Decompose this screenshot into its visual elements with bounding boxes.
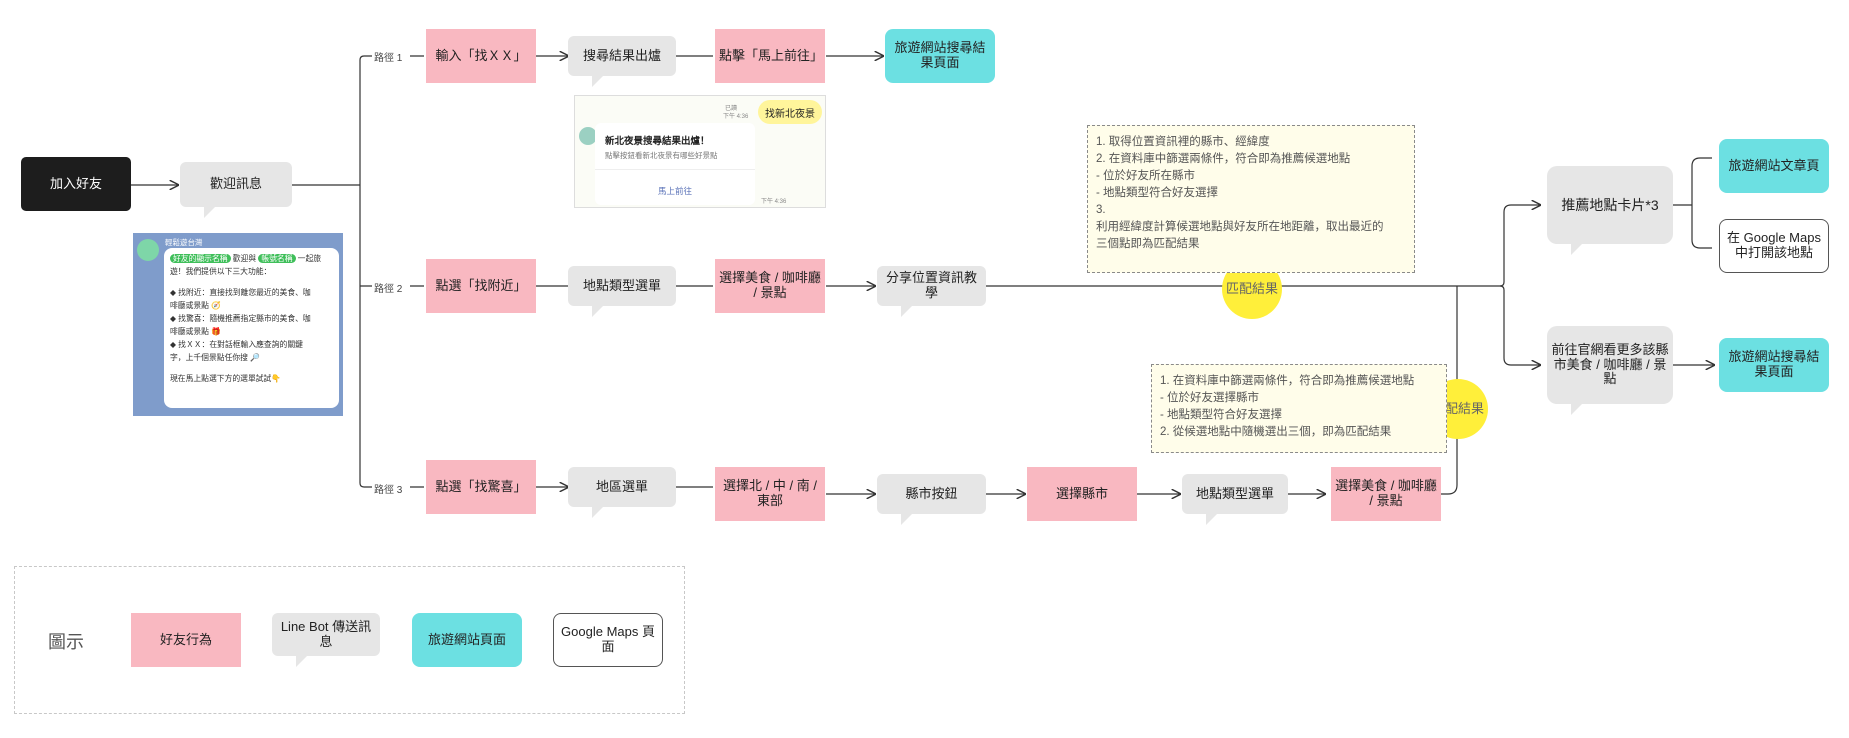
welcome-text-tail: 一起旅: [297, 254, 322, 263]
note1-line: - 位於好友所在縣市: [1096, 170, 1196, 182]
note1-line: 利用經緯度計算候選地點與好友所在地距離，取出最近的: [1096, 221, 1384, 233]
welcome-cta: 現在馬上點選下方的選單試試👇: [170, 374, 282, 383]
card-title: 新北夜景搜尋結果出爐！: [605, 136, 710, 147]
path3-select-city-node: 選擇縣市: [1027, 467, 1137, 521]
feature-1a: ◆ 找附近：直接找到離您最近的美食、咖: [170, 288, 311, 297]
sender-name: 輕鬆遊台灣: [165, 238, 203, 247]
feature-3a: ◆ 找ＸＸ：在對話框輸入應查詢的關鍵: [170, 340, 303, 349]
go-now-button[interactable]: 馬上前往: [657, 186, 692, 196]
path2-share-location-tutorial-node: 分享位置資訊教學: [877, 266, 986, 317]
start-node: 加入好友: [21, 157, 131, 211]
path3-city-buttons-node: 縣市按鈕: [877, 474, 986, 525]
note2-line: 2. 從候選地點中隨機選出三個，即為匹配結果: [1160, 426, 1392, 438]
path3-matching-note: 1. 在資料庫中篩選兩條件，符合即為推薦候選地點 - 位於好友選擇縣市 - 地點類型…: [1151, 364, 1447, 453]
path3-select-type-node: 選擇美食 / 咖啡廳 / 景點: [1331, 467, 1441, 521]
note1-line: 1. 取得位置資訊裡的縣市、經緯度: [1096, 136, 1270, 148]
welcome-message-node: 歡迎訊息: [180, 162, 292, 218]
feature-2b: 啡廳或景點 🎁: [170, 327, 221, 336]
bot-avatar: [137, 239, 159, 261]
path2-matching-note: 1. 取得位置資訊裡的縣市、經緯度 2. 在資料庫中篩選兩條件，符合即為推薦候選地…: [1087, 125, 1415, 273]
legend-bot-message: Line Bot 傳送訊息: [272, 613, 380, 667]
feature-2a: ◆ 找驚喜：隨機推薦指定縣市的美食、咖: [170, 314, 311, 323]
path3-find-surprise-node: 點選「找驚喜」: [426, 460, 536, 514]
legend-box: [14, 566, 685, 714]
time-label-1: 下午 4:36: [723, 114, 749, 120]
path1-click-go-node: 點擊「馬上前往」: [715, 29, 825, 83]
legend-friend-action: 好友行為: [131, 613, 241, 667]
note2-line: - 位於好友選擇縣市: [1160, 392, 1260, 404]
legend-google-maps-page: Google Maps 頁面: [553, 613, 663, 667]
path3-place-type-menu-node: 地點類型選單: [1182, 474, 1288, 525]
path3-region-menu-node: 地區選單: [568, 467, 676, 518]
recommend-card-node: 推薦地點卡片*3: [1547, 166, 1673, 255]
note1-line: 3.: [1096, 204, 1106, 216]
path1-input-search-node: 輸入「找ＸＸ」: [426, 29, 536, 83]
friend-name-tag: 好友的顯示名稱: [170, 254, 231, 263]
welcome-bubble: 好友的顯示名稱 歡迎與 帳號名稱 一起旅 遊！我們提供以下三大功能： ◆ 找附近…: [164, 248, 339, 408]
path2-select-type-node: 選擇美食 / 咖啡廳 / 景點: [715, 259, 825, 313]
note1-line: - 地點類型符合好友選擇: [1096, 187, 1219, 199]
path-label-1: 路徑 1: [374, 53, 403, 64]
bot-avatar: [579, 127, 597, 145]
account-name-tag: 帳號名稱: [258, 254, 296, 263]
user-chip: 找新北夜景: [758, 100, 822, 124]
note1-line: 2. 在資料庫中篩選兩條件，符合即為推薦候選地點: [1096, 153, 1351, 165]
path3-select-region-node: 選擇北 / 中 / 南 / 東部: [715, 467, 825, 521]
read-label: 已讀: [725, 106, 738, 112]
site-search-result-page-node: 旅遊網站搜尋結果頁面: [1719, 338, 1829, 392]
legend-site-page: 旅遊網站頁面: [412, 613, 522, 667]
path2-find-nearby-node: 點選「找附近」: [426, 259, 536, 313]
path1-search-result-node: 搜尋結果出爐: [568, 36, 676, 87]
path1-site-search-page-node: 旅遊網站搜尋結果頁面: [885, 29, 995, 83]
legend-title: 圖示: [48, 632, 84, 652]
open-in-google-maps-node: 在 Google Maps 中打開該地點: [1719, 219, 1829, 273]
card-desc: 點擊按鈕看新北夜景有哪些好景點: [605, 151, 718, 160]
time-label-2: 下午 4:36: [761, 199, 787, 205]
path-label-2: 路徑 2: [374, 284, 403, 295]
welcome-line1: 遊！我們提供以下三大功能：: [170, 267, 272, 276]
path2-place-type-menu-node: 地點類型選單: [568, 266, 676, 317]
welcome-card: 輕鬆遊台灣 好友的顯示名稱 歡迎與 帳號名稱 一起旅 遊！我們提供以下三大功能：…: [133, 233, 343, 416]
visit-official-site-node: 前往官網看更多該縣市美食 / 咖啡廳 / 景點: [1547, 326, 1673, 415]
note2-line: 1. 在資料庫中篩選兩條件，符合即為推薦候選地點: [1160, 375, 1415, 387]
path-label-3: 路徑 3: [374, 485, 403, 496]
feature-1b: 啡廳或景點 🧭: [170, 301, 221, 310]
welcome-text-mid: 歡迎與: [232, 254, 257, 263]
site-article-page-node: 旅遊網站文章頁: [1719, 139, 1829, 193]
feature-3b: 字，上千個景點任你搜 🔎: [170, 353, 260, 362]
flex-message-bubble: 新北夜景搜尋結果出爐！ 點擊按鈕看新北夜景有哪些好景點 馬上前往: [595, 123, 755, 205]
note1-line: 三個點即為匹配結果: [1096, 238, 1200, 250]
note2-line: - 地點類型符合好友選擇: [1160, 409, 1283, 421]
search-result-card: 找新北夜景 已讀 下午 4:36 新北夜景搜尋結果出爐！ 點擊按鈕看新北夜景有哪…: [574, 95, 826, 208]
